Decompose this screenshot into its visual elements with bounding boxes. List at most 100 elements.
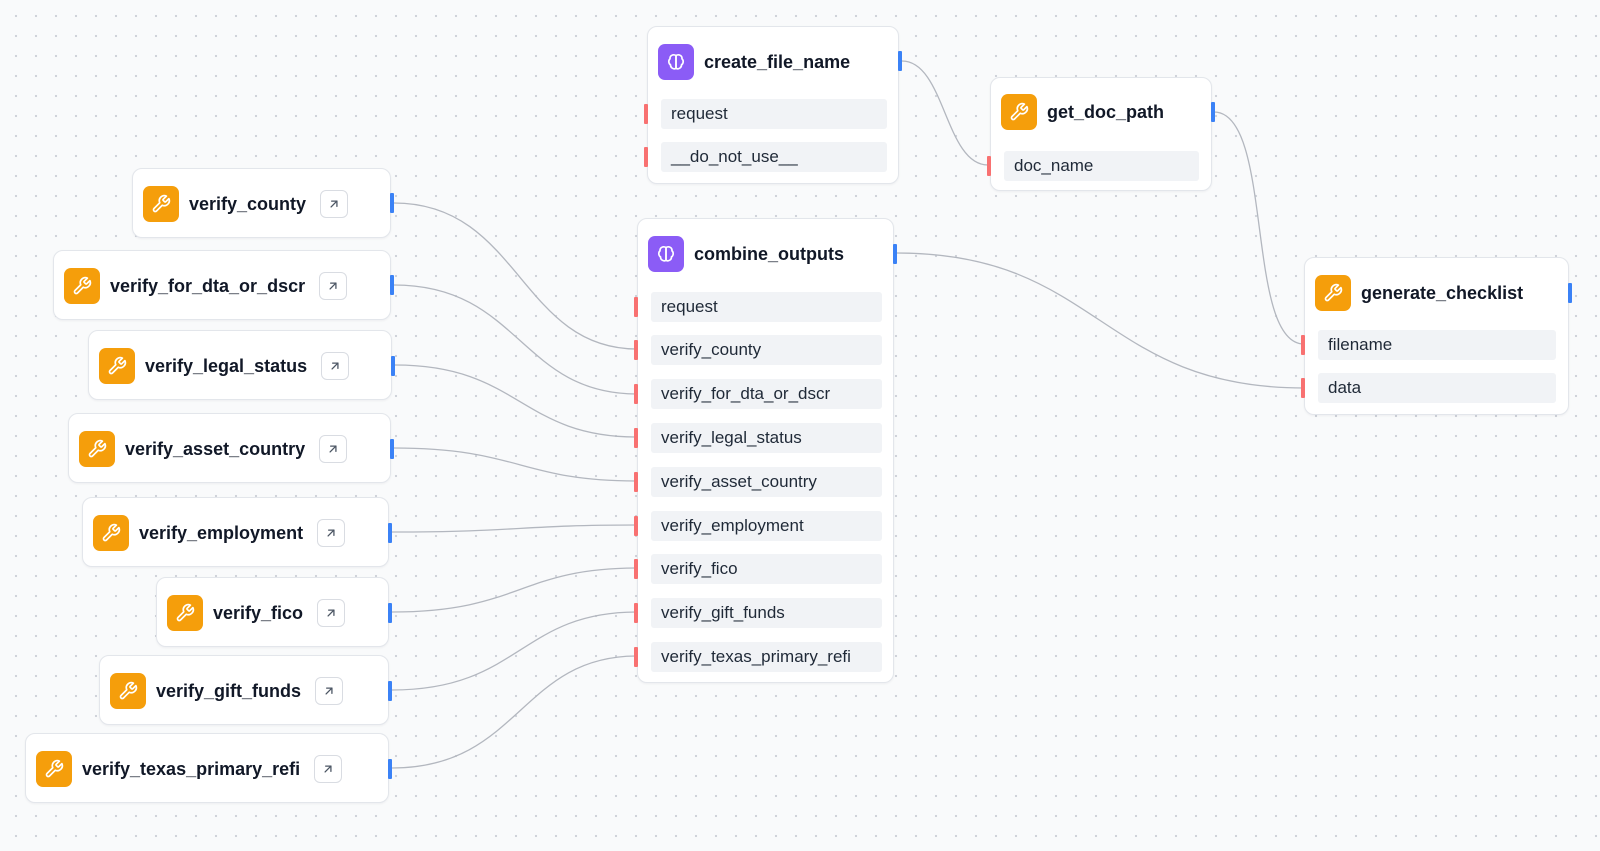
- node-title: verify_legal_status: [145, 355, 308, 376]
- output-handle[interactable]: [388, 759, 392, 779]
- wrench-icon: [1315, 275, 1351, 311]
- edge-verify-asset-country: [393, 447, 638, 482]
- node-create-file-name[interactable]: create_file_name request __do_not_use__: [644, 26, 902, 184]
- node-verify-for-dta-or-dscr[interactable]: verify_for_dta_or_dscr: [53, 250, 394, 320]
- input-handle[interactable]: [634, 559, 638, 579]
- node-title: generate_checklist: [1361, 282, 1524, 303]
- input-handle[interactable]: [634, 428, 638, 448]
- wrench-icon: [79, 431, 115, 467]
- node-verify-legal-status[interactable]: verify_legal_status: [88, 330, 395, 400]
- edge-get-doc-path-to-generate-checklist: [1213, 111, 1305, 345]
- input-handle-request[interactable]: [644, 104, 648, 124]
- open-button[interactable]: [319, 272, 348, 300]
- node-verify-county[interactable]: verify_county: [132, 168, 394, 238]
- open-button[interactable]: [317, 599, 346, 627]
- input-field-do-not-use[interactable]: __do_not_use__: [661, 142, 887, 172]
- arrow-up-right-icon: [331, 362, 339, 370]
- open-button[interactable]: [319, 435, 348, 463]
- wrench-icon: [64, 268, 100, 304]
- node-get-doc-path[interactable]: get_doc_path doc_name: [987, 77, 1215, 191]
- node-generate-checklist[interactable]: generate_checklist filename data: [1301, 257, 1572, 415]
- edge-verify-fico: [391, 567, 638, 613]
- node-title: create_file_name: [704, 51, 851, 72]
- arrow-up-right-icon: [329, 445, 337, 453]
- input-handle[interactable]: [634, 516, 638, 536]
- input-handle-doc-name[interactable]: [987, 156, 991, 176]
- node-combine-outputs[interactable]: combine_outputs request verify_county ve…: [634, 218, 897, 683]
- output-handle[interactable]: [390, 275, 394, 295]
- node-verify-asset-country[interactable]: verify_asset_country: [68, 413, 394, 483]
- output-handle[interactable]: [388, 681, 392, 701]
- arrow-up-right-icon: [330, 200, 338, 208]
- node-verify-employment[interactable]: verify_employment: [82, 497, 392, 567]
- input-field-verify-texas-primary-refi[interactable]: verify_texas_primary_refi: [651, 642, 882, 672]
- arrow-up-right-icon: [327, 529, 335, 537]
- edge-verify-legal-status: [394, 364, 638, 438]
- input-handle[interactable]: [634, 647, 638, 667]
- input-handle[interactable]: [634, 384, 638, 404]
- node-title: verify_texas_primary_refi: [82, 758, 301, 779]
- wrench-icon: [167, 595, 203, 631]
- node-verify-texas-primary-refi[interactable]: verify_texas_primary_refi: [25, 733, 392, 803]
- edge-combine-outputs-to-generate-checklist: [896, 252, 1305, 389]
- arrow-up-right-icon: [327, 609, 335, 617]
- input-handle[interactable]: [634, 340, 638, 360]
- input-handle-do-not-use[interactable]: [644, 147, 648, 167]
- input-field-verify-county[interactable]: verify_county: [651, 335, 882, 365]
- brain-icon: [658, 44, 694, 80]
- arrow-up-right-icon: [324, 765, 332, 773]
- input-handle[interactable]: [634, 603, 638, 623]
- output-handle[interactable]: [391, 356, 395, 376]
- open-button[interactable]: [315, 677, 344, 705]
- input-field-verify-employment[interactable]: verify_employment: [651, 511, 882, 541]
- input-field-filename[interactable]: filename: [1318, 330, 1556, 360]
- input-handle-filename[interactable]: [1301, 335, 1305, 355]
- arrow-up-right-icon: [325, 687, 333, 695]
- wrench-icon: [1001, 94, 1037, 130]
- input-field-data[interactable]: data: [1318, 373, 1556, 403]
- edge-verify-for-dta-or-dscr: [393, 284, 638, 395]
- output-handle[interactable]: [388, 523, 392, 543]
- edge-verify-texas-primary-refi: [391, 655, 638, 769]
- input-field-verify-legal-status[interactable]: verify_legal_status: [651, 423, 882, 453]
- node-title: verify_gift_funds: [156, 680, 302, 701]
- wrench-icon: [36, 751, 72, 787]
- output-handle[interactable]: [390, 193, 394, 213]
- output-handle[interactable]: [893, 244, 897, 264]
- open-button[interactable]: [314, 755, 343, 783]
- input-field-doc-name[interactable]: doc_name: [1004, 151, 1199, 181]
- node-title: verify_for_dta_or_dscr: [110, 275, 306, 296]
- node-verify-gift-funds[interactable]: verify_gift_funds: [99, 655, 392, 725]
- input-field-verify-gift-funds[interactable]: verify_gift_funds: [651, 598, 882, 628]
- input-field-request[interactable]: request: [661, 99, 887, 129]
- input-field-verify-for-dta-or-dscr[interactable]: verify_for_dta_or_dscr: [651, 379, 882, 409]
- input-handle[interactable]: [634, 472, 638, 492]
- wrench-icon: [143, 186, 179, 222]
- output-handle[interactable]: [390, 439, 394, 459]
- edge-create-file-name-to-get-doc-path: [901, 60, 989, 166]
- open-button[interactable]: [320, 190, 349, 218]
- input-field-verify-fico[interactable]: verify_fico: [651, 554, 882, 584]
- edge-verify-gift-funds: [391, 611, 638, 691]
- node-title: verify_asset_country: [125, 438, 306, 459]
- wrench-icon: [99, 348, 135, 384]
- output-handle[interactable]: [898, 51, 902, 71]
- node-title: verify_fico: [213, 602, 304, 623]
- input-handle[interactable]: [634, 297, 638, 317]
- edge-verify-county: [393, 202, 638, 350]
- wrench-icon: [110, 673, 146, 709]
- node-title: get_doc_path: [1047, 101, 1165, 122]
- wrench-icon: [93, 515, 129, 551]
- node-title: combine_outputs: [694, 243, 845, 264]
- input-field-request[interactable]: request: [651, 292, 882, 322]
- open-button[interactable]: [321, 352, 350, 380]
- node-verify-fico[interactable]: verify_fico: [156, 577, 392, 647]
- open-button[interactable]: [317, 519, 346, 547]
- arrow-up-right-icon: [329, 282, 337, 290]
- output-handle[interactable]: [1211, 102, 1215, 122]
- output-handle[interactable]: [1568, 283, 1572, 303]
- brain-icon: [648, 236, 684, 272]
- output-handle[interactable]: [388, 603, 392, 623]
- input-handle-data[interactable]: [1301, 378, 1305, 398]
- input-field-verify-asset-country[interactable]: verify_asset_country: [651, 467, 882, 497]
